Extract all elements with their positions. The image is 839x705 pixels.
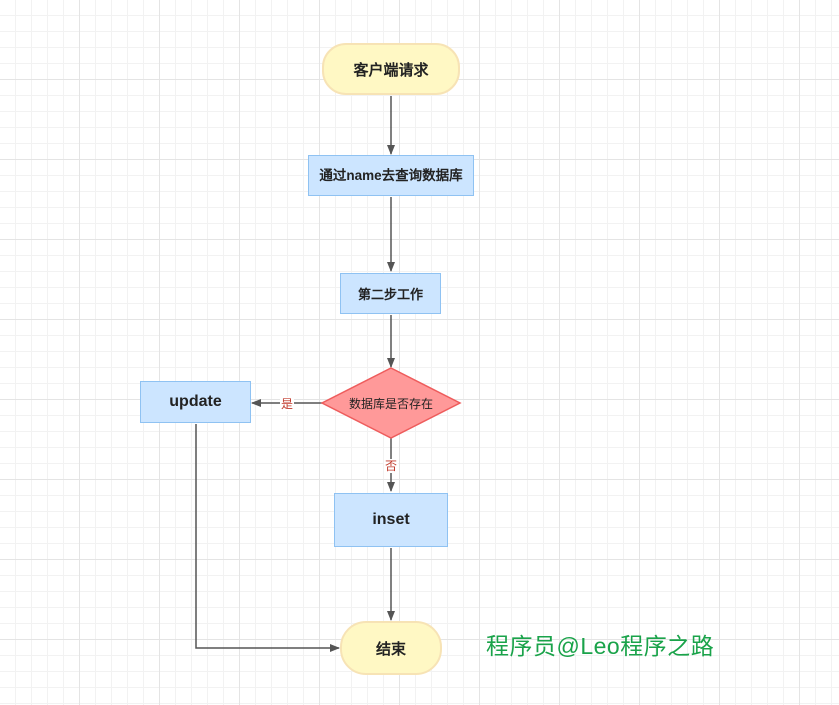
step-two-node: 第二步工作 [340, 273, 441, 314]
end-node: 结束 [340, 621, 442, 675]
insert-node: inset [334, 493, 448, 547]
watermark-text: 程序员@Leo程序之路 [486, 633, 715, 659]
start-node: 客户端请求 [322, 43, 460, 95]
no-edge-label: 否 [384, 459, 399, 473]
decision-label: 数据库是否存在 [348, 396, 433, 411]
edge-update-to-end [195, 424, 340, 652]
update-node: update [140, 381, 251, 423]
decision-diamond [320, 367, 462, 439]
yes-edge-label: 是 [280, 397, 295, 411]
query-database-node: 通过name去查询数据库 [308, 155, 474, 196]
